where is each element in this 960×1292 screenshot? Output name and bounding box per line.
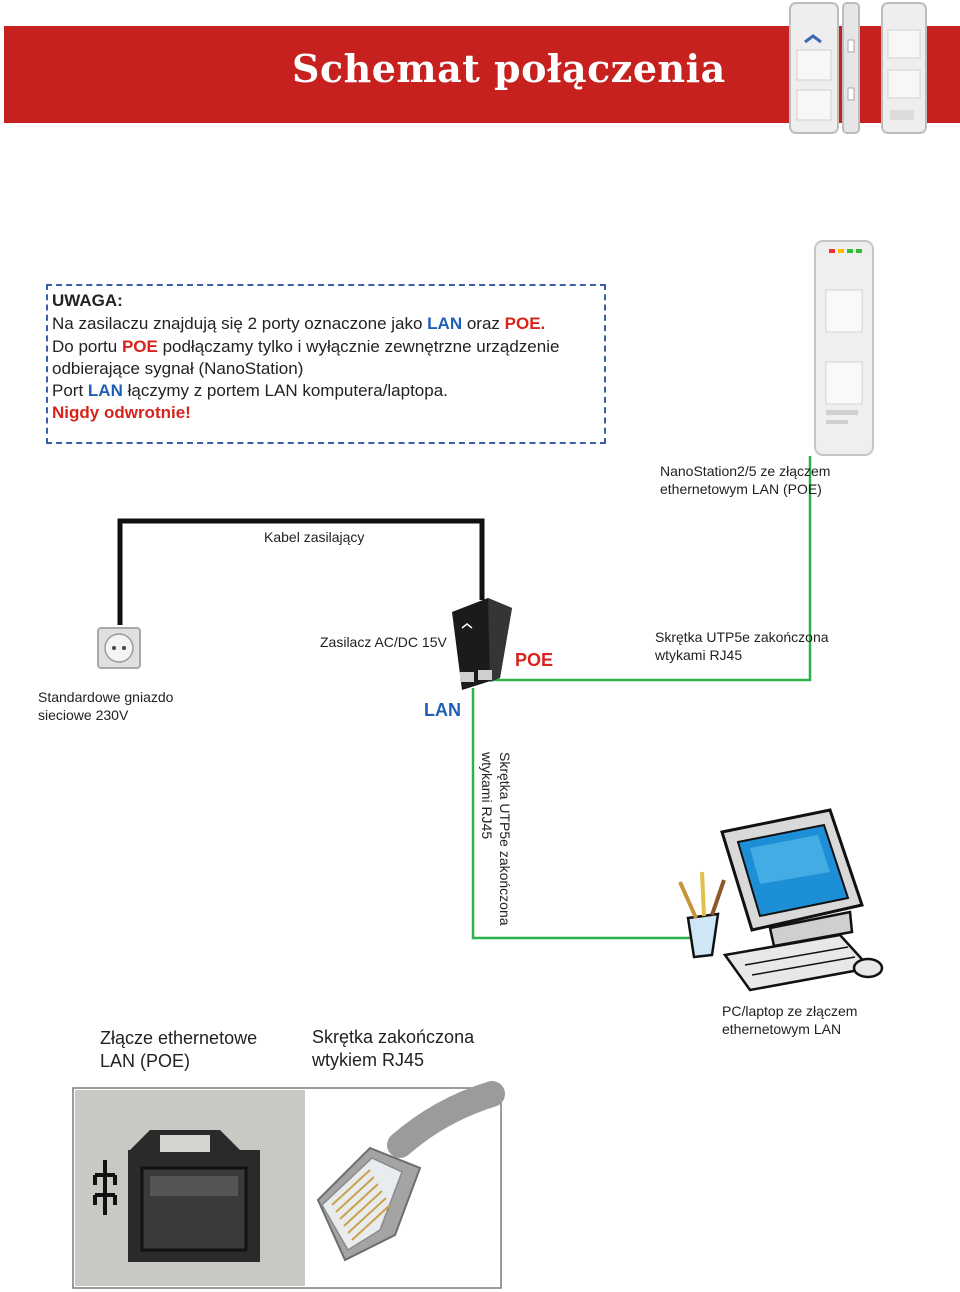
utp-label-line1: Skrętka UTP5e zakończona bbox=[655, 629, 829, 645]
rj45-plug-icon bbox=[307, 1081, 505, 1286]
nanostation-device-icon bbox=[814, 240, 874, 456]
note-text: Port bbox=[52, 381, 88, 400]
socket-label-line1: Standardowe gniazdo bbox=[38, 689, 174, 705]
note-lan-highlight: LAN bbox=[427, 314, 463, 333]
utp-vertical-label-line1: Skrętka UTP5e zakończona bbox=[497, 752, 513, 926]
utp-vertical-label: Skrętka UTP5e zakończona wtykami RJ45 bbox=[478, 752, 514, 926]
utp-vertical-label-line2: wtykami RJ45 bbox=[479, 752, 495, 840]
plug-label-line1: Skrętka zakończona bbox=[312, 1027, 475, 1047]
note-line-4: Port LAN łączymy z portem LAN komputera/… bbox=[52, 380, 448, 401]
page-title: Schemat połączenia bbox=[292, 46, 726, 91]
utp-label-line2: wtykami RJ45 bbox=[655, 647, 743, 663]
power-cable bbox=[117, 518, 485, 625]
note-line-2: Do portu POE podłączamy tylko i wyłączni… bbox=[52, 336, 559, 357]
adapter-label: Zasilacz AC/DC 15V bbox=[320, 634, 447, 650]
lan-port-label: LAN bbox=[424, 700, 461, 720]
note-line-5: Nigdy odwrotnie! bbox=[52, 403, 191, 422]
pc-label-line2: ethernetowym LAN bbox=[722, 1021, 842, 1037]
poe-port-label: POE bbox=[515, 650, 554, 670]
jack-label-line2: LAN (POE) bbox=[100, 1051, 191, 1071]
note-line-1: Na zasilaczu znajdują się 2 porty oznacz… bbox=[52, 313, 545, 334]
note-heading: UWAGA: bbox=[52, 291, 123, 310]
note-poe-highlight: POE. bbox=[504, 314, 546, 333]
power-adapter-icon bbox=[452, 598, 512, 690]
note-text: podłączamy tylko i wyłącznie zewnętrzne … bbox=[157, 337, 560, 356]
warning-note-box bbox=[46, 284, 606, 444]
socket-label-line2: sieciowe 230V bbox=[38, 707, 129, 723]
note-text: oraz bbox=[462, 314, 505, 333]
pc-computer-icon bbox=[678, 808, 884, 992]
note-text: Na zasilaczu znajdują się 2 porty oznacz… bbox=[52, 314, 428, 333]
note-poe-highlight: POE bbox=[121, 337, 158, 356]
note-text: łączymy z portem LAN komputera/laptopa. bbox=[122, 381, 448, 400]
nanostation-group-icon bbox=[789, 2, 927, 134]
note-text: Do portu bbox=[52, 337, 122, 356]
nanostation-label-line2: ethernetowym LAN (POE) bbox=[660, 481, 822, 497]
wall-socket-icon bbox=[97, 627, 141, 669]
power-cable-label: Kabel zasilający bbox=[264, 529, 365, 545]
utp-cable-lan bbox=[471, 688, 690, 940]
pc-label-line1: PC/laptop ze złączem bbox=[722, 1003, 858, 1019]
jack-label-line1: Złącze ethernetowe bbox=[100, 1028, 258, 1048]
note-lan-highlight: LAN bbox=[87, 381, 123, 400]
nanostation-label-line1: NanoStation2/5 ze złączem bbox=[660, 463, 831, 479]
ethernet-jack-icon bbox=[75, 1090, 305, 1286]
utp-cable-poe bbox=[490, 456, 812, 682]
plug-label-line2: wtykiem RJ45 bbox=[312, 1050, 425, 1070]
note-line-3: odbierające sygnał (NanoStation) bbox=[52, 359, 304, 378]
